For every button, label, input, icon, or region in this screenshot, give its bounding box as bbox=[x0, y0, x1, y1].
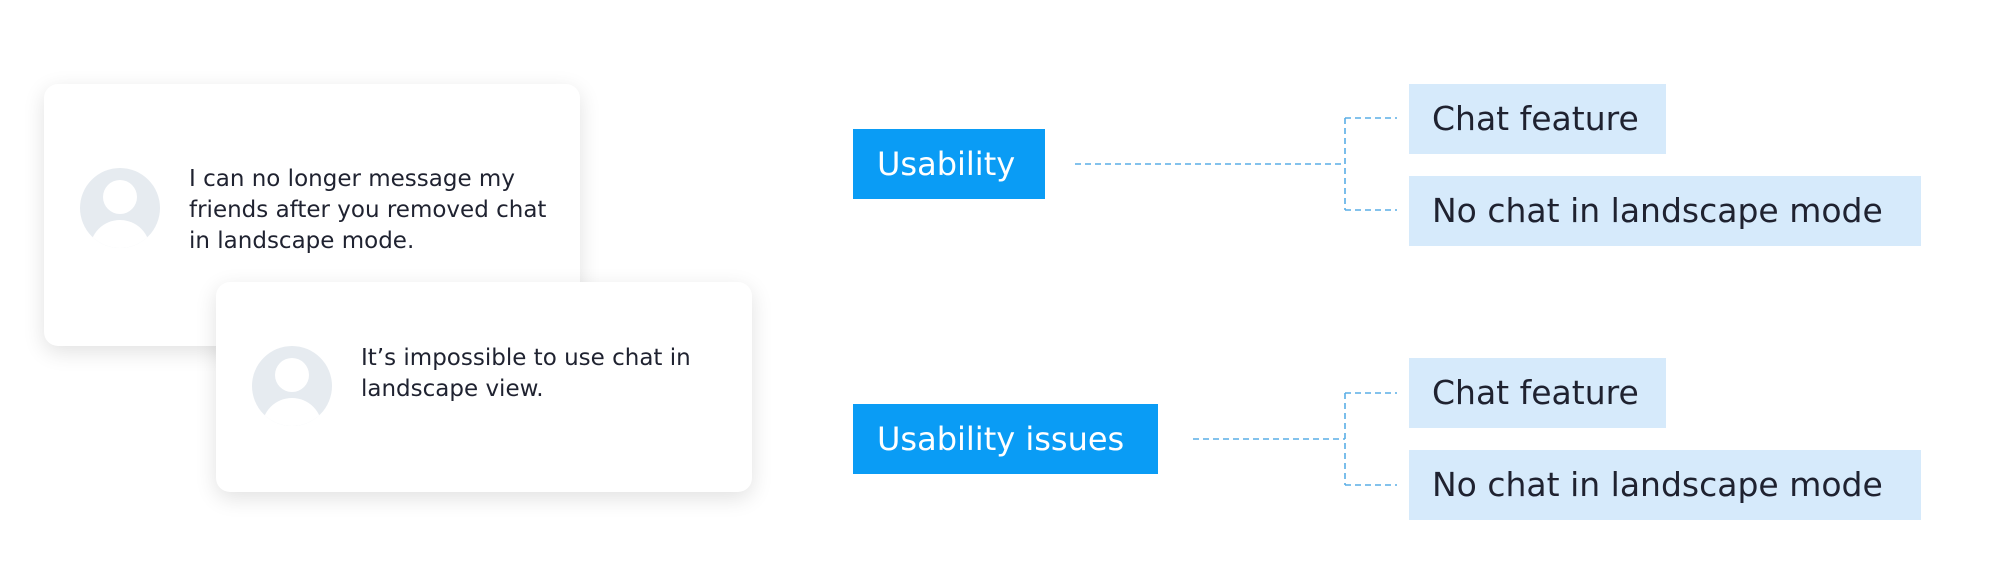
user-avatar-icon bbox=[80, 168, 160, 248]
subtag-chat-feature: Chat feature bbox=[1409, 358, 1666, 428]
feedback-quote-2: It’s impossible to use chat in landscape… bbox=[361, 345, 691, 402]
user-avatar-icon bbox=[252, 346, 332, 426]
connector-usability bbox=[1075, 117, 1397, 211]
feedback-card-1: I can no longer message my friends after… bbox=[44, 84, 580, 346]
connector-usability-issues bbox=[1193, 392, 1397, 486]
tag-usability-issues: Usability issues bbox=[853, 404, 1158, 474]
subtag-chat-feature: Chat feature bbox=[1409, 84, 1666, 154]
feedback-card-2: It’s impossible to use chat in landscape… bbox=[216, 282, 752, 492]
subtag-no-chat-landscape: No chat in landscape mode bbox=[1409, 450, 1921, 520]
tag-usability: Usability bbox=[853, 129, 1045, 199]
subtag-no-chat-landscape: No chat in landscape mode bbox=[1409, 176, 1921, 246]
feedback-quote-1: I can no longer message my friends after… bbox=[189, 166, 547, 254]
